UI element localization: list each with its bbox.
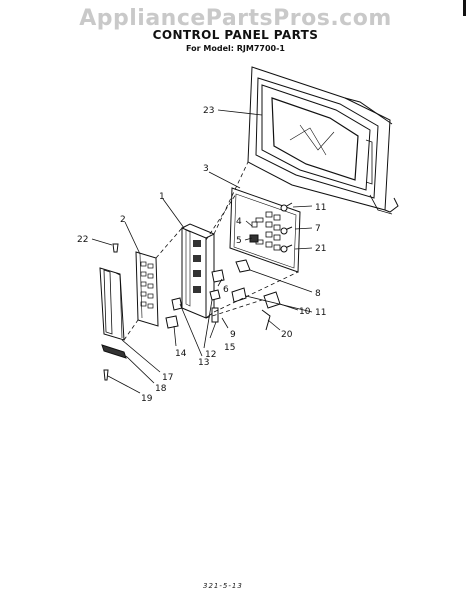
callout-23: 23 xyxy=(203,106,214,116)
callout-11-bottom: 11 xyxy=(315,308,326,318)
callout-14: 14 xyxy=(175,349,187,359)
callout-7: 7 xyxy=(315,224,321,234)
callout-11-top: 11 xyxy=(315,203,326,213)
callout-13: 13 xyxy=(198,358,209,368)
leader-lines xyxy=(91,109,313,394)
small-parts xyxy=(165,259,281,331)
callout-8: 8 xyxy=(315,289,321,299)
callout-10: 10 xyxy=(299,307,311,317)
callout-12: 12 xyxy=(205,350,216,360)
callout-3: 3 xyxy=(203,164,209,174)
callout-21: 21 xyxy=(315,244,326,254)
part-drawings xyxy=(91,66,399,394)
footer-code: 321-5-13 xyxy=(203,582,243,590)
callout-6: 6 xyxy=(223,285,229,295)
part-3-panel xyxy=(229,187,301,273)
part-18-clip xyxy=(101,344,127,359)
part-2-switch xyxy=(135,251,159,327)
part-1-bracket xyxy=(181,223,215,319)
edge-mark xyxy=(463,0,466,16)
callout-15: 15 xyxy=(224,343,235,353)
watermark: AppliancePartsPros.com xyxy=(79,6,392,31)
callout-17: 17 xyxy=(162,373,173,383)
callout-labels: 23 3 1 2 22 11 4 7 5 21 6 8 11 10 20 9 1… xyxy=(77,106,326,404)
callout-1: 1 xyxy=(159,192,165,202)
part-17-trim xyxy=(99,267,125,341)
part-23-frame xyxy=(247,66,399,215)
diagram-title: CONTROL PANEL PARTS xyxy=(152,28,319,42)
callout-5: 5 xyxy=(236,236,242,246)
screws xyxy=(103,202,293,381)
callout-20: 20 xyxy=(281,330,293,340)
diagram-subtitle: For Model: RJM7700-1 xyxy=(186,44,285,53)
callout-9: 9 xyxy=(230,330,236,340)
callout-18: 18 xyxy=(155,384,167,394)
callout-22: 22 xyxy=(77,235,88,245)
callout-19: 19 xyxy=(141,394,153,404)
callout-4: 4 xyxy=(236,217,242,227)
callout-2: 2 xyxy=(120,215,126,225)
alignment-lines xyxy=(123,161,299,341)
